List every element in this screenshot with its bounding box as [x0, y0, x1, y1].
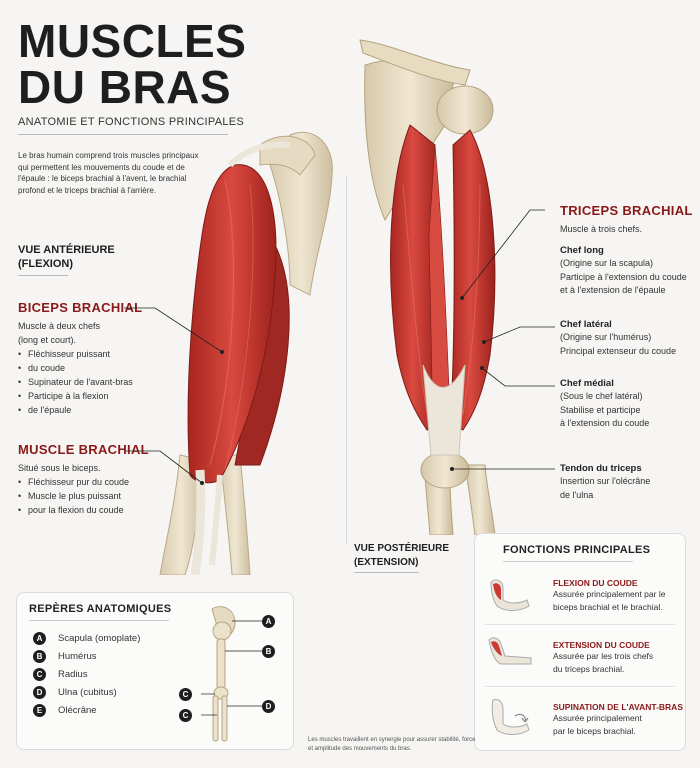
biceps-leader-dot [220, 350, 224, 354]
triceps-desc: Muscle à trois chefs. [560, 224, 643, 234]
skeleton-marker-c: C [179, 688, 192, 701]
medial-leader-dot [480, 366, 484, 370]
brachial-title: MUSCLE BRACHIAL [18, 442, 149, 457]
lateral-leader [483, 326, 555, 343]
page-title: MUSCLES DU BRAS [18, 15, 247, 113]
biceps-desc: Muscle à deux chefs (long et court). [18, 321, 101, 345]
function-item: FLEXION DU COUDE Assurée principalement … [553, 578, 666, 612]
tendon-label: Tendon du triceps Insertion sur l'olécrâ… [560, 463, 651, 500]
lateral-head-label: Chef latéral (Origine sur l'humérus) Pri… [560, 319, 677, 356]
intro-text: Le bras humain comprend trois muscles pr… [18, 151, 199, 195]
subtitle-divider [18, 134, 228, 135]
anterior-arm-illustration [159, 131, 333, 575]
anterior-view-label: VUE ANTÉRIEURE (FLEXION) [18, 244, 115, 270]
lateral-leader-dot [482, 340, 486, 344]
skeleton-marker-b: B [262, 645, 275, 658]
triceps-leader-dot [460, 296, 464, 300]
functions-title-rule [503, 561, 633, 562]
list-item: Fléchisseur puissant [18, 347, 178, 361]
triceps-leader [461, 209, 545, 299]
biceps-label-block: BICEPS BRACHIAL Muscle à deux chefs (lon… [18, 300, 178, 417]
brachial-label-block: MUSCLE BRACHIAL Situé sous le biceps. Fl… [18, 442, 188, 517]
list-item: Muscle le plus puissant [18, 489, 188, 503]
posterior-view-label: VUE POSTÉRIEURE (EXTENSION) [354, 543, 450, 568]
brachial-desc: Situé sous le biceps. [18, 463, 101, 473]
page-subtitle: ANATOMIE ET FONCTIONS PRINCIPALES [18, 116, 245, 128]
list-item: du coude [18, 361, 178, 375]
skeleton-marker-c-lower: C [179, 709, 192, 722]
posterior-label-rule [354, 572, 419, 573]
skeleton-arm-icon [201, 606, 263, 742]
list-item: de l'épaule [18, 403, 178, 417]
functions-title: FONCTIONS PRINCIPALES [503, 544, 651, 556]
functions-panel: FONCTIONS PRINCIPALES FLEXION DU COUDE A… [474, 533, 686, 751]
function-separator [485, 686, 675, 687]
brachial-bullets: Fléchisseur pur du coude Muscle le plus … [18, 475, 188, 517]
biceps-title: BICEPS BRACHIAL [18, 300, 143, 315]
footnote: Les muscles travaillent en synergie pour… [308, 737, 476, 752]
forearm-supination-icon [491, 699, 530, 735]
list-item: Supinateur de l'avant-bras [18, 375, 178, 389]
badge-d: D [33, 685, 46, 699]
function-item: SUPINATION DE L'AVANT-BRAS Assurée princ… [553, 702, 683, 736]
skeleton-marker-a: A [262, 615, 275, 628]
landmarks-title-rule [29, 620, 169, 621]
landmarks-title: REPÈRES ANATOMIQUES [29, 603, 172, 615]
anterior-label-rule [18, 275, 68, 276]
tendon-leader-dot [450, 467, 454, 471]
badge-c: C [33, 667, 46, 681]
badge-a: A [33, 631, 46, 645]
brachial-leader-dot [200, 481, 204, 485]
list-item: Fléchisseur pur du coude [18, 475, 188, 489]
triceps-title: TRICEPS BRACHIAL [560, 203, 693, 218]
triceps-label-block: TRICEPS BRACHIAL Muscle à trois chefs. [560, 203, 695, 236]
elbow-extension-icon [488, 637, 532, 665]
posterior-arm-illustration [359, 39, 496, 535]
list-item: pour la flexion du coude [18, 503, 188, 517]
badge-e: E [33, 703, 46, 717]
function-separator [485, 624, 675, 625]
long-head-label: Chef long (Origine sur la scapula) Parti… [560, 245, 687, 295]
skeleton-marker-d: D [262, 700, 275, 713]
elbow-flexion-icon [490, 579, 530, 611]
badge-b: B [33, 649, 46, 663]
list-item: Participe à la flexion [18, 389, 178, 403]
brachial-leader [126, 450, 203, 484]
medial-head-label: Chef médial (Sous le chef latéral) Stabi… [560, 378, 650, 428]
function-item: EXTENSION DU COUDE Assurée par les trois… [553, 640, 654, 674]
view-divider [346, 175, 347, 545]
medial-leader [481, 367, 555, 387]
biceps-bullets: Fléchisseur puissant du coude Supinateur… [18, 347, 178, 417]
biceps-leader [124, 307, 223, 353]
